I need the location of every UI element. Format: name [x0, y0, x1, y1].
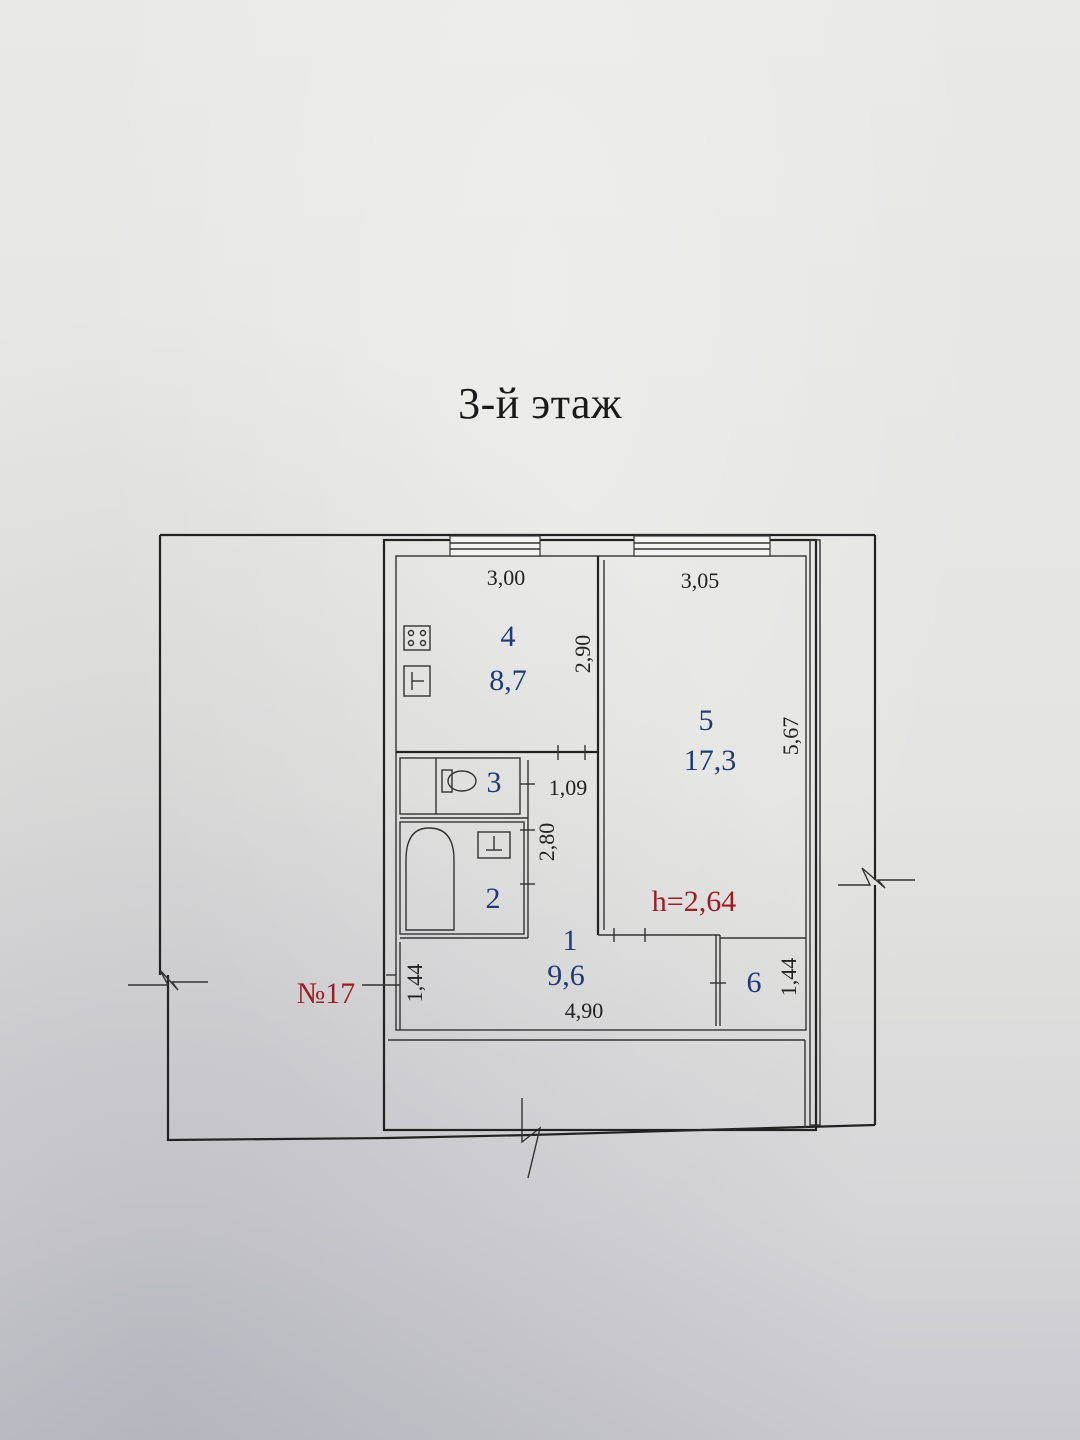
- room-3-toilet: [399, 757, 529, 938]
- room-6-number: 6: [747, 966, 762, 999]
- windows: [449, 535, 771, 557]
- room-4-area: 8,7: [489, 664, 527, 697]
- room-1-area: 9,6: [547, 959, 585, 992]
- dim-room3-width: 1,09: [549, 775, 588, 800]
- stove-icon: [403, 625, 431, 651]
- room-4-number: 4: [501, 620, 516, 653]
- dim-room4-depth: 2,90: [570, 635, 595, 674]
- door-marks: [362, 745, 726, 986]
- dim-room6-depth: 1,44: [776, 958, 801, 997]
- dim-room4-width: 3,00: [487, 565, 526, 590]
- apartment-walls: [382, 538, 821, 1132]
- room-4-kitchen: [396, 556, 605, 935]
- toilet-icon: [441, 769, 477, 793]
- apartment-number: №17: [297, 977, 356, 1010]
- room-5-number: 5: [699, 704, 714, 737]
- bathtub-icon: [405, 827, 455, 931]
- floor-title: 3-й этаж: [458, 379, 622, 428]
- room-2-bathroom: [399, 821, 528, 939]
- room-3-number: 3: [487, 766, 502, 799]
- dim-room2-depth: 2,80: [534, 823, 559, 862]
- room-2-number: 2: [486, 882, 501, 915]
- dim-hall-width: 4,90: [565, 998, 604, 1023]
- washbasin-icon: [477, 831, 511, 859]
- dim-hall-depth: 1,44: [402, 964, 427, 1003]
- room-1-number: 1: [563, 924, 578, 957]
- building-outline: [128, 533, 915, 1179]
- dim-room5-depth: 5,67: [778, 717, 803, 756]
- room-5-area: 17,3: [684, 744, 737, 777]
- room-1-hall: [399, 934, 721, 1030]
- sink-icon: [403, 665, 431, 697]
- ceiling-height: h=2,64: [652, 885, 736, 918]
- dim-room5-width: 3,05: [681, 568, 720, 593]
